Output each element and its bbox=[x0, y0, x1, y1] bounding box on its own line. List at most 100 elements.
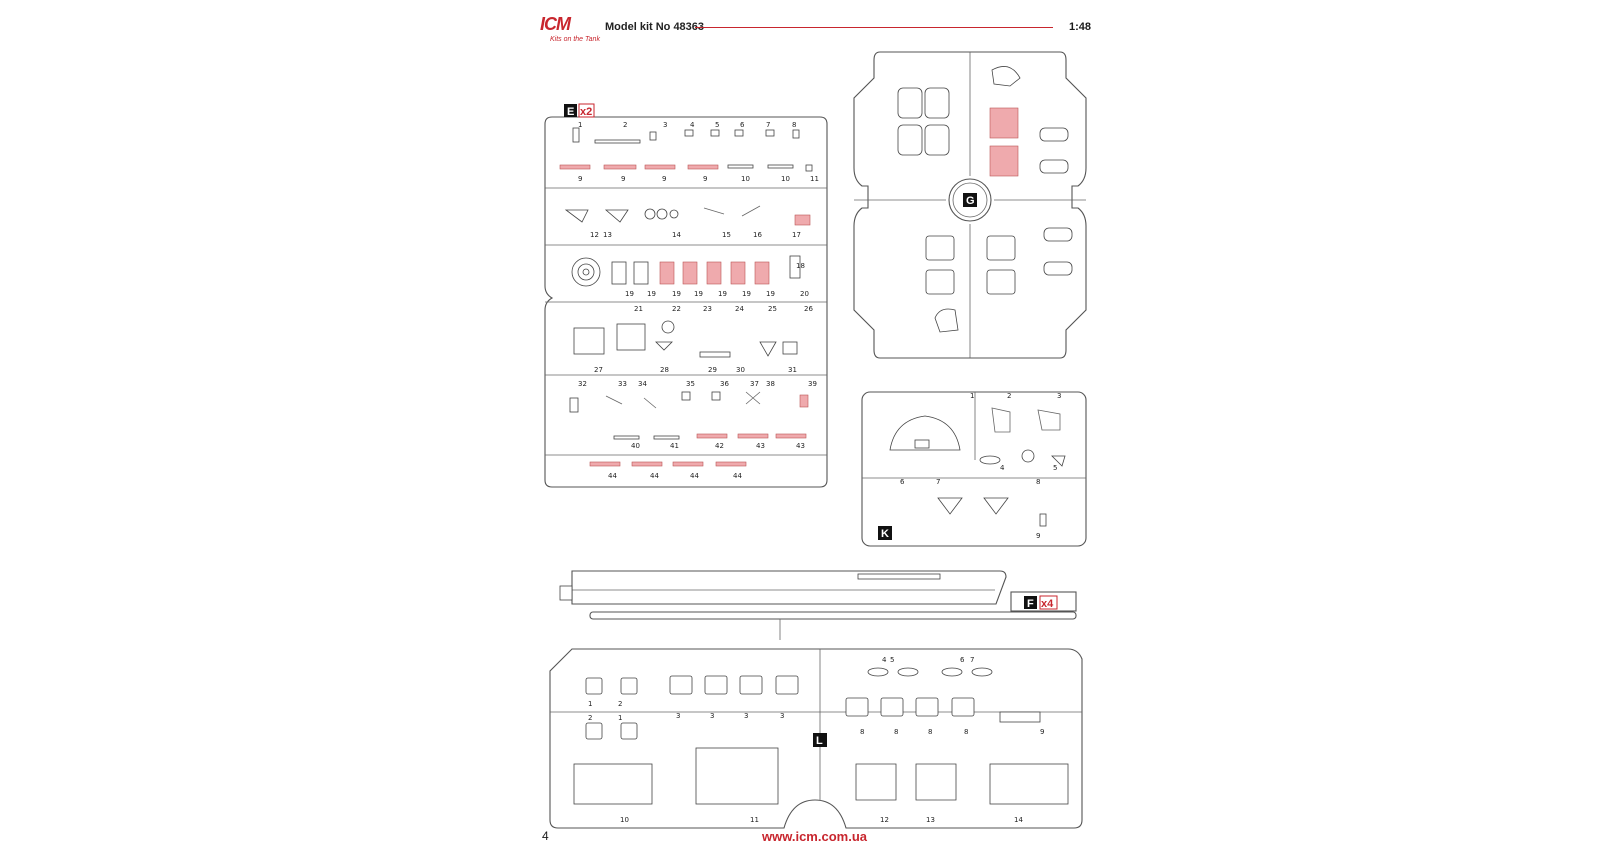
sprue-k: 1 2 3 4 5 6 7 8 9 K bbox=[861, 391, 1087, 547]
part-number: 6 bbox=[740, 121, 745, 129]
sprue-k-badge: K bbox=[878, 526, 892, 540]
part-number: 44 bbox=[608, 472, 617, 480]
part-number: 44 bbox=[733, 472, 742, 480]
part-number: 35 bbox=[686, 380, 695, 388]
part-number: 16 bbox=[753, 231, 762, 239]
part-number: 19 bbox=[718, 290, 727, 298]
part-number: 3 bbox=[663, 121, 667, 129]
sprue-e-badge: E x2 bbox=[564, 103, 595, 118]
logo-tagline: Kits on the Tank bbox=[550, 36, 600, 43]
part-number: 43 bbox=[756, 442, 765, 450]
sprue-l: 1 1 2 2 3 3 3 3 4 5 6 7 8 8 8 8 9 10 11 … bbox=[549, 648, 1083, 829]
sprue-letter: E bbox=[567, 106, 574, 118]
part-number: 2 bbox=[618, 700, 622, 708]
part-number: 31 bbox=[788, 366, 797, 374]
part-number: 19 bbox=[647, 290, 656, 298]
part-number: 9 bbox=[1036, 532, 1040, 540]
part-number: 20 bbox=[800, 290, 809, 298]
part-number: 4 bbox=[882, 656, 887, 664]
part-number: 32 bbox=[578, 380, 587, 388]
part-number: 28 bbox=[660, 366, 669, 374]
part-number: 9 bbox=[703, 175, 707, 183]
part-number: 19 bbox=[742, 290, 751, 298]
part-number: 44 bbox=[690, 472, 699, 480]
part-number: 5 bbox=[890, 656, 894, 664]
part-number: 8 bbox=[1036, 478, 1040, 486]
part-number: 30 bbox=[736, 366, 745, 374]
part-number: 11 bbox=[750, 816, 759, 824]
sprue-f: F x4 bbox=[559, 570, 1077, 640]
sprue-e-numbers: 1 2 3 4 5 6 7 8 9 9 9 9 10 10 11 12 13 1… bbox=[578, 121, 819, 480]
part-number: 4 bbox=[1000, 464, 1005, 472]
part-number: 1 bbox=[578, 121, 582, 129]
sprue-letter: G bbox=[966, 195, 975, 207]
part-number: 39 bbox=[808, 380, 817, 388]
part-number: 7 bbox=[970, 656, 974, 664]
part-number: 34 bbox=[638, 380, 647, 388]
part-number: 3 bbox=[1057, 392, 1061, 400]
logo-wordmark: ICM bbox=[540, 14, 571, 34]
part-number: 37 bbox=[750, 380, 759, 388]
sprue-e: 1 2 3 4 5 6 7 8 9 9 9 9 10 10 11 12 13 1… bbox=[544, 103, 828, 488]
part-number: 38 bbox=[766, 380, 775, 388]
part-number: 40 bbox=[631, 442, 640, 450]
part-number: 9 bbox=[662, 175, 666, 183]
part-number: 36 bbox=[720, 380, 729, 388]
part-number: 10 bbox=[781, 175, 790, 183]
part-number: 1 bbox=[588, 700, 592, 708]
part-number: 33 bbox=[618, 380, 627, 388]
part-number: 8 bbox=[860, 728, 864, 736]
part-number: 14 bbox=[672, 231, 681, 239]
part-number: 8 bbox=[792, 121, 796, 129]
part-number: 1 bbox=[970, 392, 974, 400]
scale-label: 1:48 bbox=[1069, 21, 1092, 33]
part-number: 17 bbox=[792, 231, 801, 239]
header-rule bbox=[695, 27, 1053, 28]
sprue-g-badge: G bbox=[963, 193, 977, 207]
part-number: 12 bbox=[880, 816, 889, 824]
part-number: 2 bbox=[623, 121, 627, 129]
part-number: 9 bbox=[578, 175, 582, 183]
sprue-f-badge: F x4 bbox=[1024, 595, 1058, 610]
part-number: 42 bbox=[715, 442, 724, 450]
part-number: 10 bbox=[741, 175, 750, 183]
sprue-multiplier: x2 bbox=[580, 106, 592, 118]
part-number: 4 bbox=[690, 121, 695, 129]
part-number: 41 bbox=[670, 442, 679, 450]
sprue-letter: L bbox=[816, 735, 823, 747]
part-number: 8 bbox=[928, 728, 932, 736]
part-number: 15 bbox=[722, 231, 731, 239]
part-number: 19 bbox=[672, 290, 681, 298]
sprue-letter: K bbox=[881, 528, 889, 540]
sprue-l-numbers: 1 1 2 2 3 3 3 3 4 5 6 7 8 8 8 8 9 10 11 … bbox=[588, 656, 1044, 824]
part-number: 24 bbox=[735, 305, 744, 313]
part-number: 6 bbox=[960, 656, 965, 664]
part-number: 25 bbox=[768, 305, 777, 313]
part-number: 2 bbox=[1007, 392, 1011, 400]
part-number: 3 bbox=[710, 712, 714, 720]
part-number: 13 bbox=[603, 231, 612, 239]
part-number: 18 bbox=[796, 262, 805, 270]
part-number: 26 bbox=[804, 305, 813, 313]
part-number: 29 bbox=[708, 366, 717, 374]
part-number: 19 bbox=[766, 290, 775, 298]
website-link[interactable]: www.icm.com.ua bbox=[762, 829, 867, 844]
kit-number: Model kit No 48363 bbox=[605, 21, 705, 33]
part-number: 8 bbox=[964, 728, 968, 736]
part-number: 9 bbox=[621, 175, 625, 183]
part-number: 3 bbox=[676, 712, 680, 720]
sprue-k-numbers: 1 2 3 4 5 6 7 8 9 bbox=[900, 392, 1061, 540]
part-number: 9 bbox=[1040, 728, 1044, 736]
part-number: 23 bbox=[703, 305, 712, 313]
page-number: 4 bbox=[542, 829, 549, 843]
part-number: 3 bbox=[744, 712, 748, 720]
part-number: 10 bbox=[620, 816, 629, 824]
part-number: 11 bbox=[810, 175, 819, 183]
part-number: 6 bbox=[900, 478, 905, 486]
part-number: 7 bbox=[936, 478, 940, 486]
sprue-letter: F bbox=[1027, 598, 1034, 610]
part-number: 19 bbox=[694, 290, 703, 298]
sprue-multiplier: x4 bbox=[1041, 598, 1054, 610]
